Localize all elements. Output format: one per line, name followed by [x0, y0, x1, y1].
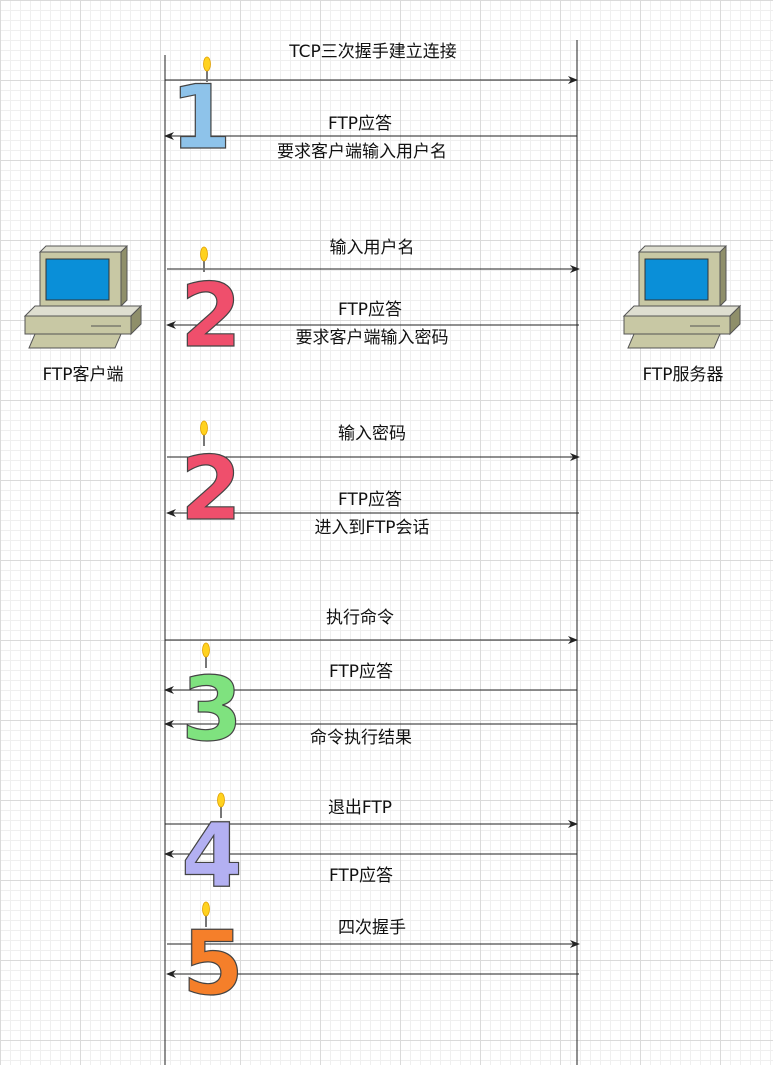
- message-label: FTP应答: [337, 490, 403, 510]
- step-badge-5: 5: [182, 901, 244, 1016]
- step-badge-3: 3: [181, 642, 243, 762]
- server-computer-icon: [622, 245, 742, 349]
- step-badge-digit: 1: [170, 66, 231, 169]
- client-computer-icon: [23, 245, 143, 349]
- step-badge-digit: 5: [182, 912, 243, 1015]
- step-badge-4: 4: [181, 792, 243, 908]
- step-badge-1: 1: [170, 56, 232, 170]
- message-label: 输入密码: [338, 424, 406, 444]
- server-label: FTP服务器: [642, 365, 724, 385]
- step-badge-digit: 3: [181, 658, 242, 761]
- step-badge-2a: 2: [180, 246, 242, 368]
- step-badge-2b: 2: [180, 420, 242, 541]
- message-label: FTP应答: [328, 662, 394, 682]
- message-label: 退出FTP: [327, 798, 393, 818]
- message-label: 执行命令: [326, 608, 394, 628]
- message-label: 要求客户端输入用户名: [277, 142, 447, 162]
- message-label: FTP应答: [327, 114, 393, 134]
- message-label: 输入用户名: [329, 238, 415, 258]
- message-label: 命令执行结果: [310, 728, 412, 748]
- message-label: FTP应答: [328, 866, 394, 886]
- step-badge-digit: 4: [181, 804, 242, 907]
- message-label: 要求客户端输入密码: [295, 328, 449, 348]
- step-badge-digit: 2: [180, 264, 241, 367]
- client-label: FTP客户端: [42, 365, 124, 385]
- message-label: FTP应答: [337, 300, 403, 320]
- step-badge-digit: 2: [180, 437, 241, 540]
- message-label: TCP三次握手建立连接: [289, 42, 457, 62]
- message-label: 四次握手: [338, 918, 406, 938]
- message-label: 进入到FTP会话: [314, 518, 430, 538]
